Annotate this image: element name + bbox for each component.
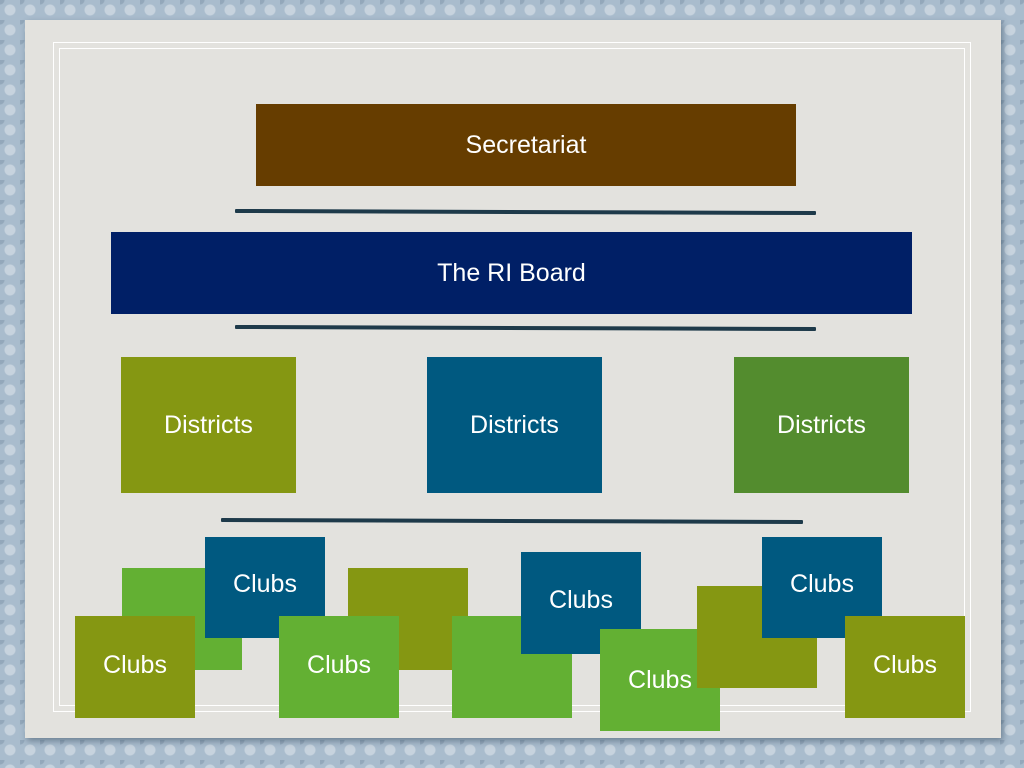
district-label: Districts: [164, 410, 253, 439]
club-label: Clubs: [103, 650, 167, 679]
district-box-2: Districts: [427, 357, 602, 493]
club-box-3: Clubs: [75, 616, 195, 718]
club-label: Clubs: [873, 650, 937, 679]
club-label: Clubs: [628, 665, 692, 694]
club-label: Clubs: [790, 570, 854, 598]
board-label: The RI Board: [437, 258, 586, 287]
district-box-3: Districts: [734, 357, 909, 493]
district-box-1: Districts: [121, 357, 296, 493]
board-box: The RI Board: [111, 232, 912, 314]
club-label: Clubs: [549, 585, 613, 614]
club-box-11: Clubs: [845, 616, 965, 718]
club-label: Clubs: [233, 570, 297, 598]
club-box-5: Clubs: [279, 616, 399, 718]
club-label: Clubs: [307, 650, 371, 679]
secretariat-label: Secretariat: [465, 130, 587, 159]
district-label: Districts: [470, 410, 559, 439]
district-label: Districts: [777, 410, 866, 439]
secretariat-box: Secretariat: [256, 104, 796, 186]
